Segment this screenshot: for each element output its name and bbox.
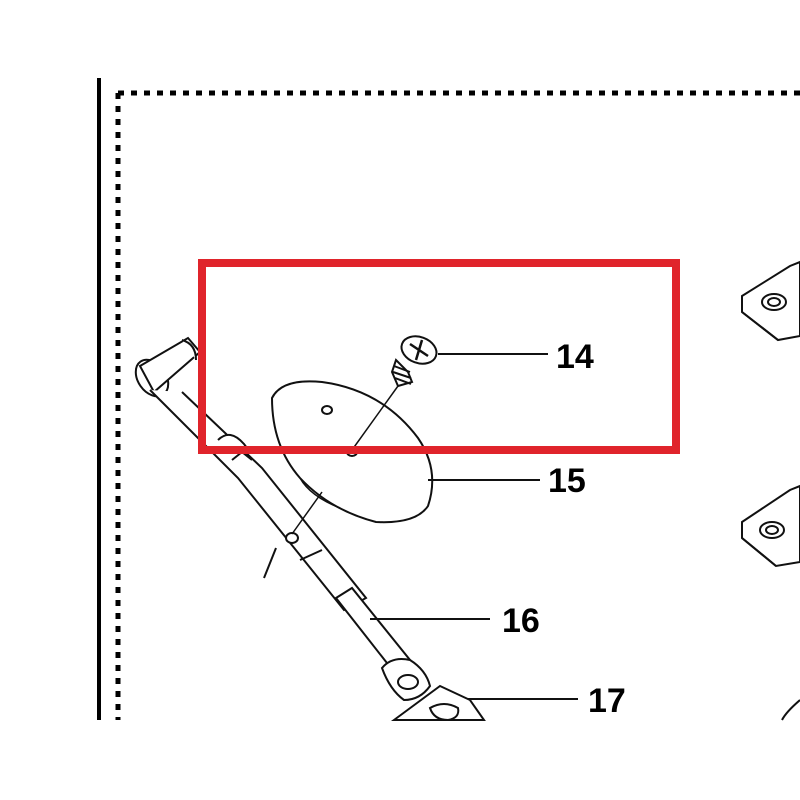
shaft-leader-left xyxy=(263,547,277,579)
callout-16: 16 xyxy=(502,602,540,640)
screw-part xyxy=(390,335,438,388)
right-edge-curve xyxy=(781,699,800,721)
callout-14: 14 xyxy=(556,338,594,376)
callout-17: 17 xyxy=(588,682,626,720)
callout-15: 15 xyxy=(548,462,586,500)
bracket-part xyxy=(390,684,486,722)
screw-plate-guide-line xyxy=(351,385,399,451)
plate-shaft-guide-line xyxy=(291,491,323,535)
highlight-box xyxy=(198,259,680,454)
shaft-part xyxy=(134,336,432,702)
right-component-upper xyxy=(741,260,800,342)
right-component-lower xyxy=(741,484,800,568)
